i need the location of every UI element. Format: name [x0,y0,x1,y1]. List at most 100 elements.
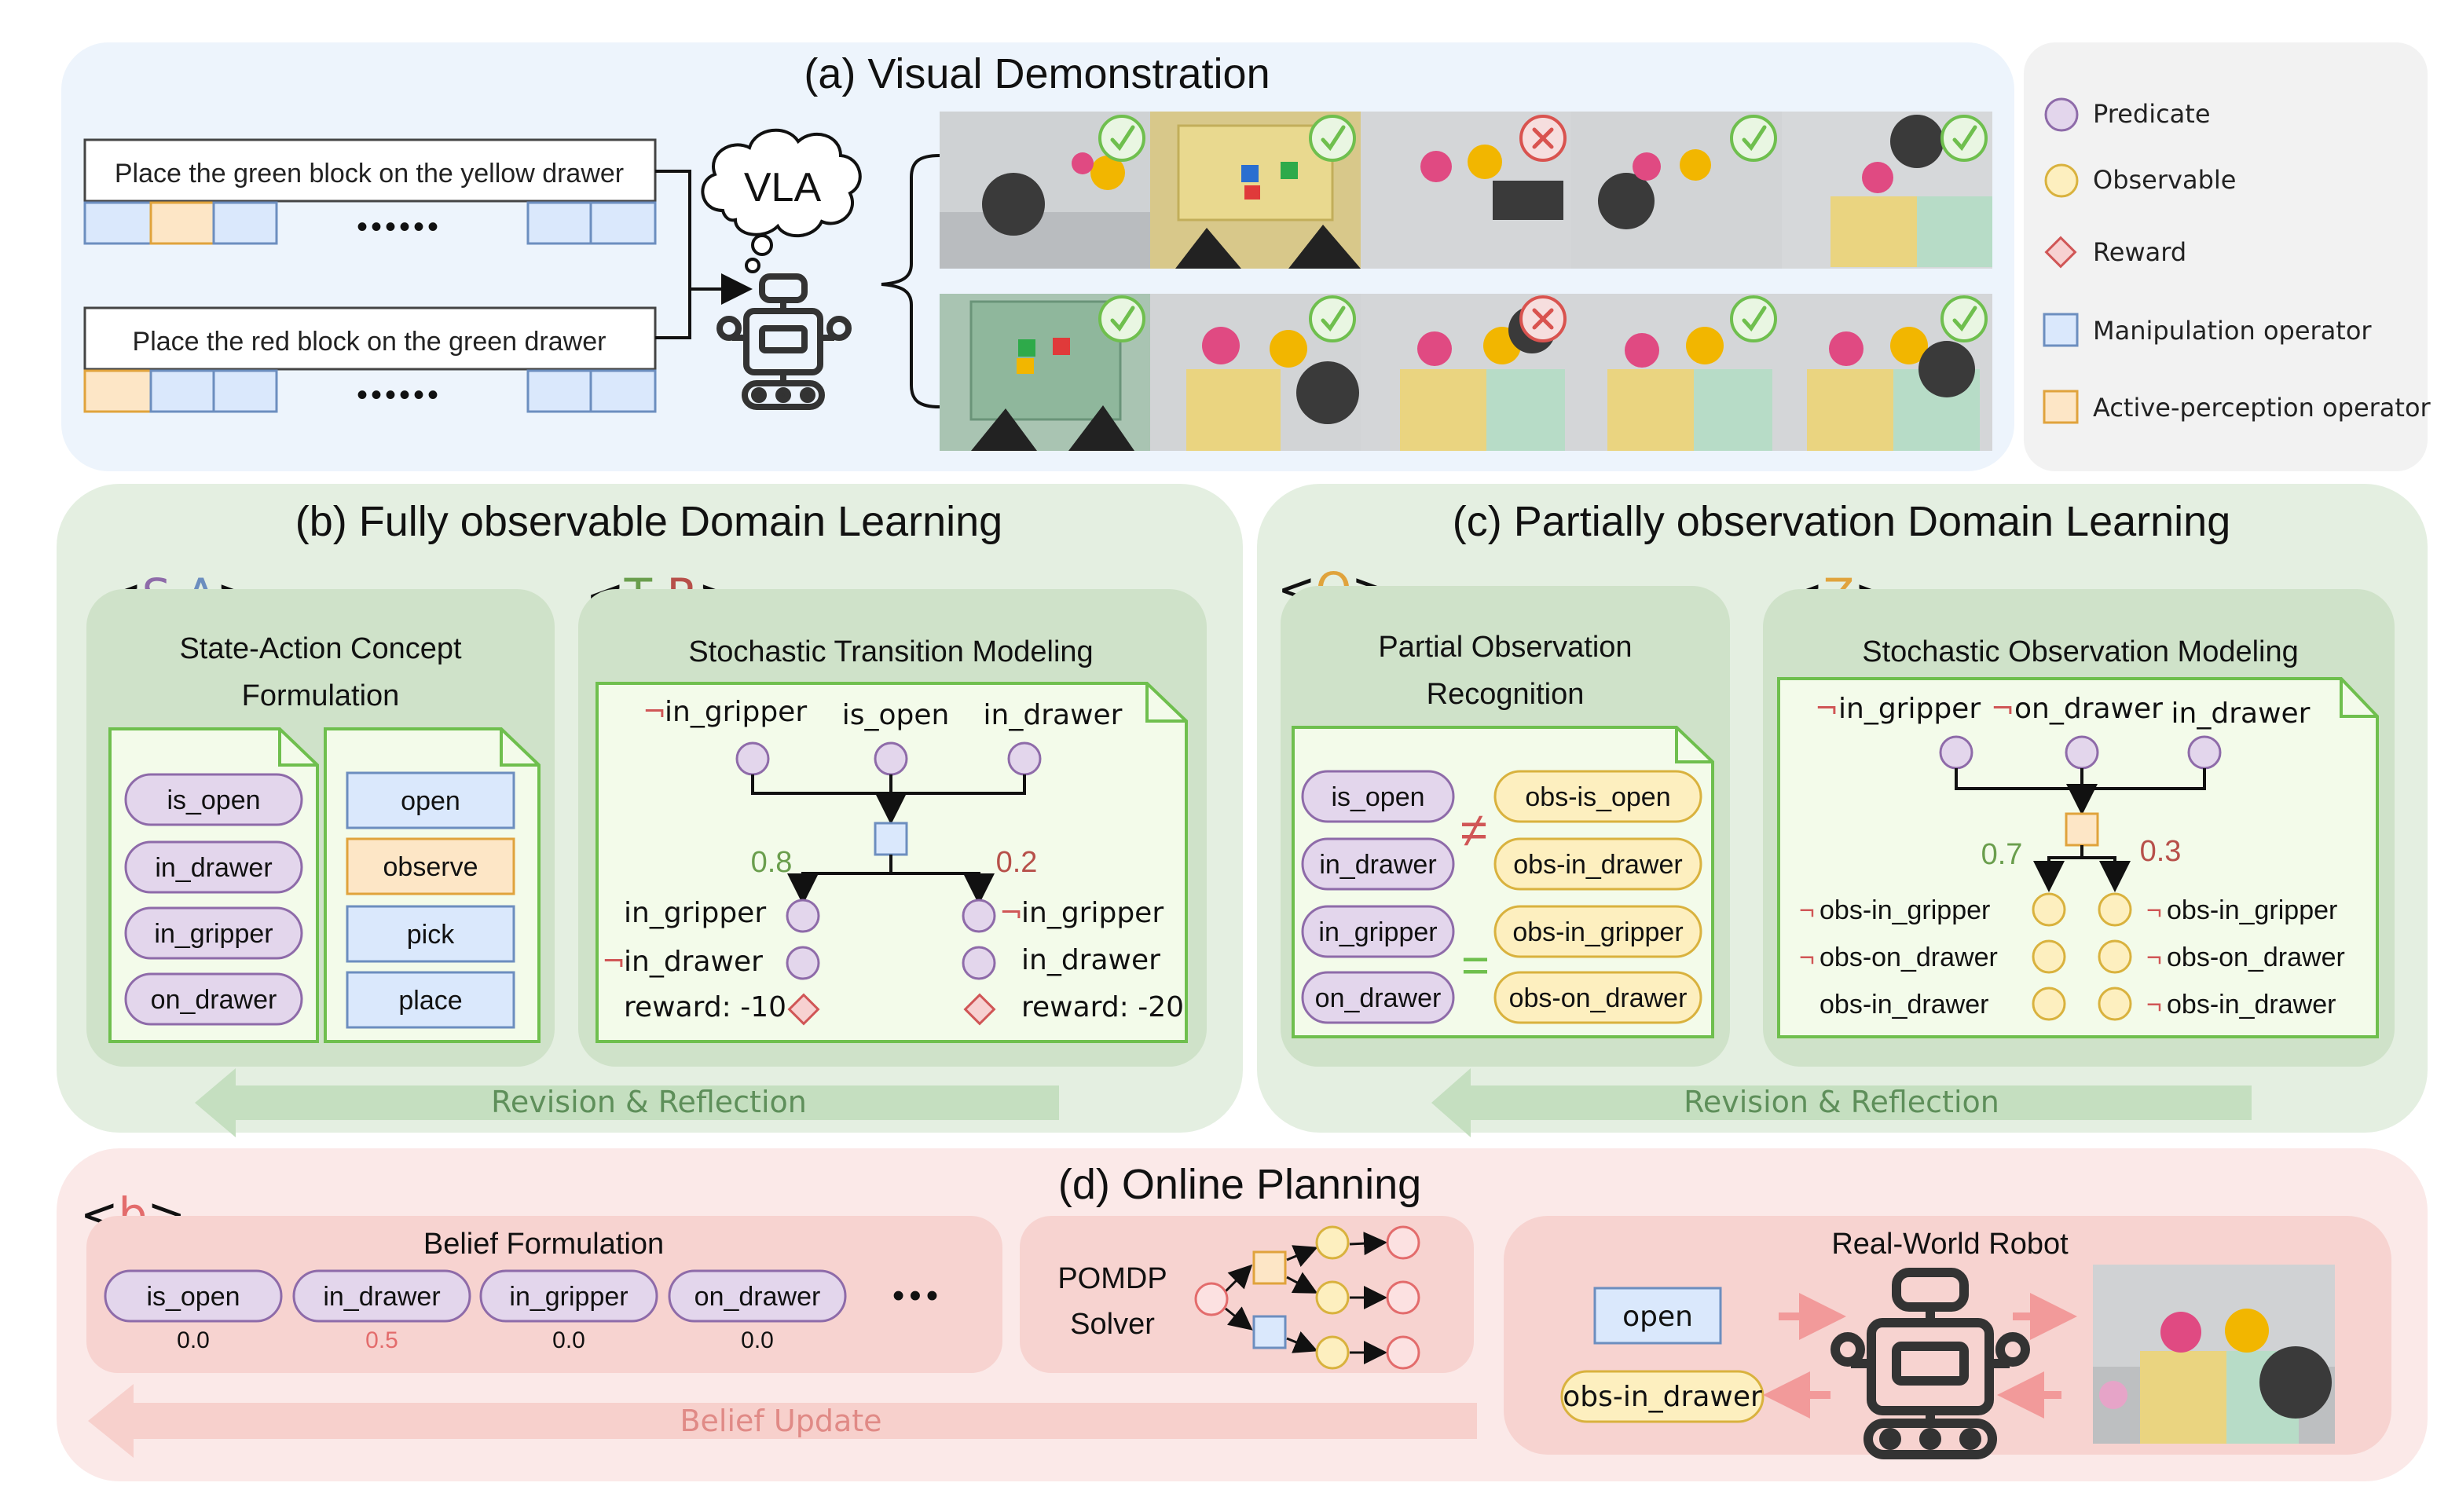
negation-symbol: ¬ [643,696,666,728]
panel-b-title: (b) Fully observable Domain Learning [295,498,1002,545]
check-icon [1730,115,1777,162]
check-icon [1940,115,1988,162]
manipulation-legend-icon [2043,313,2079,347]
operator-pick: pick [346,905,515,963]
obs-title: Stochastic Observation Modeling [1862,635,2299,668]
belief-title: Belief Formulation [423,1228,664,1261]
token-manip [589,369,657,413]
predicate-on-drawer: on_drawer [124,972,303,1026]
predicate-in-gripper: in_gripper [124,906,303,960]
recognition-observables: obs-is_openobs-in_drawerobs-in_gripperob… [1493,770,1702,1024]
negation-symbol: ¬ [2146,895,2162,925]
right-out-in-drawer: in_drawer [1021,944,1160,976]
negation-symbol: ¬ [1815,693,1838,725]
belief-on-drawer: on_drawer [668,1269,847,1323]
transition-title: Stochastic Transition Modeling [688,635,1093,668]
predicate-node [1007,741,1042,776]
status-badges [1098,115,1988,342]
legend-reward-label: Reward [2093,237,2186,267]
predicate-in-gripper: in_gripper [1301,905,1455,958]
predicate-node [2065,735,2099,770]
left-out-in-gripper: in_gripper [624,897,766,929]
solver-percep-node [1252,1250,1287,1285]
cross-icon [1519,115,1567,162]
robot-icon [716,273,852,410]
token-ellipsis-2: •••••• [357,378,442,412]
predicate-in-drawer: in_drawer [1301,837,1455,891]
predicate-node [735,741,770,776]
token-manip [589,201,657,245]
observation-label: obs-in_drawer [1563,1381,1762,1413]
concept-title-2: Formulation [242,679,400,712]
belief-value: 0.0 [741,1327,774,1353]
action-box [1593,1287,1722,1345]
solver-panel [1020,1216,1474,1373]
token-percep [149,201,215,245]
top-label-is-open: is_open [842,699,950,731]
solver-label-1: POMDP [1057,1262,1167,1295]
obs-right-label: obs-in_gripper [2167,895,2337,925]
observable-obs-in-drawer-label: obs-in_drawer [1513,850,1682,880]
instruction-text-2: Place the red block on the green drawer [133,327,607,357]
predicate-in-drawer: in_drawer [124,840,303,894]
real-robot-icon [1831,1268,2030,1459]
belief-in-gripper: in_gripper [479,1269,658,1323]
check-icon [1098,295,1145,342]
operator-pick-label: pick [407,920,455,950]
panel-c-title: (c) Partially observation Domain Learnin… [1453,498,2230,545]
token-manip [149,369,215,413]
check-icon [1309,295,1356,342]
obs-left-outcomes: ¬obs-in_gripper¬obs-on_drawerobs-in_draw… [1799,892,2066,1021]
vla-label: VLA [744,165,822,211]
legend-manipulation-label: Manipulation operator [2093,316,2372,346]
belief-value: 0.0 [552,1327,585,1353]
vla-cloud-icon: VLA [701,128,862,273]
cross-icon [1519,295,1567,342]
obs-prob-right: 0.3 [2140,835,2182,868]
legend-predicate-label: Predicate [2093,99,2211,129]
obs-left-label: obs-in_gripper [1820,895,1990,925]
panel-d-title: (d) Online Planning [1058,1161,1421,1208]
left-reward: reward: -10 [624,991,786,1023]
solver-label-2: Solver [1070,1308,1155,1341]
action-label: open [1622,1301,1693,1333]
operator-observe: observe [346,837,515,895]
negation-symbol: ¬ [602,946,625,978]
predicate-in-gripper-label: in_gripper [1318,917,1437,947]
obs-left-label: obs-in_drawer [1820,990,1988,1020]
operator-place-label: place [398,986,462,1016]
belief-value: 0.0 [177,1327,210,1353]
belief-on-drawer-label: on_drawer [694,1282,821,1312]
recog-title-1: Partial Observation [1378,631,1632,664]
belief-in-drawer: in_drawer [292,1269,471,1323]
token-manip [212,369,278,413]
belief-update-label: Belief Update [680,1404,881,1438]
demo-frames-row-2 [940,294,1992,451]
revision-arrow [1431,1068,2252,1137]
predicate-is-open-label: is_open [167,785,260,815]
observable-node [2032,987,2066,1021]
reward-node [787,993,820,1026]
solver-tree [1194,1225,1420,1370]
belief-is-open: is_open [104,1269,283,1323]
belief-is-open-label: is_open [146,1282,240,1312]
right-out-in-gripper: in_gripper [1021,897,1164,929]
reward-legend-icon [2044,236,2077,269]
obs-top-in-drawer: in_drawer [2171,697,2311,730]
predicate-on-drawer-label: on_drawer [151,985,277,1015]
obs-top-on-drawer: on_drawer [2014,693,2163,725]
negation-symbol: ¬ [1799,943,1815,972]
token-manip [526,369,592,413]
operator-place: place [346,971,515,1029]
token-row-1: •••••• [83,201,657,245]
predicate-legend-icon [2044,97,2079,132]
obs-right-label: obs-in_drawer [2167,990,2336,1020]
obs-prob-left: 0.7 [1981,838,2023,871]
obs-right-outcomes: ¬obs-in_gripper¬obs-on_drawer¬obs-in_dra… [2098,892,2345,1021]
belief-update-arrow [88,1384,1477,1458]
negation-symbol: ¬ [999,897,1023,929]
token-manip [83,201,152,245]
token-manip [212,201,278,245]
operator-observe-label: observe [383,852,478,882]
